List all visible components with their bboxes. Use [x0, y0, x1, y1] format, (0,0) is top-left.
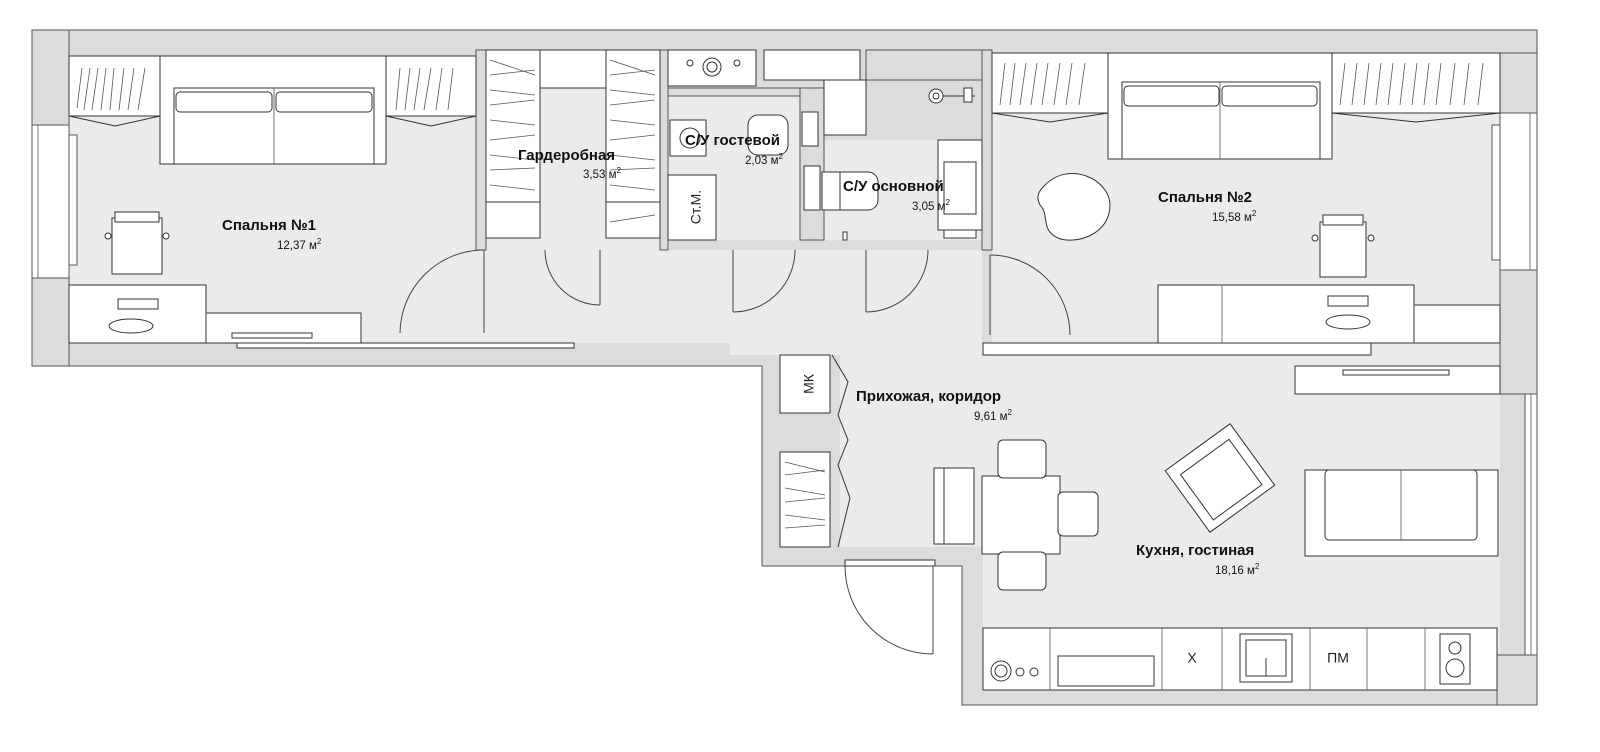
kitchen-floor — [983, 394, 1500, 690]
room-area: 9,61 м2 — [974, 408, 1012, 423]
armchair-bedroom2 — [1319, 221, 1367, 278]
room-label-kitchen: Кухня, гостиная 18,16 м2 — [1136, 542, 1260, 577]
room-label-guest-wc: С/У гостевой 2,03 м2 — [685, 132, 783, 167]
room-area: 12,37 м2 — [277, 237, 322, 252]
label-pm: ПМ — [1327, 650, 1349, 666]
kitchen-furniture — [933, 423, 1499, 691]
room-label-bedroom2: Спальня №2 15,58 м2 — [1158, 189, 1257, 224]
room-label-wardrobe: Гардеробная 3,53 м2 — [518, 147, 621, 181]
room-area: 3,53 м2 — [583, 166, 621, 181]
mk-cabinet — [779, 354, 831, 414]
label-mk: МК — [801, 373, 817, 394]
dining-table — [981, 475, 1061, 555]
room-area: 3,05 м2 — [912, 198, 950, 213]
window-bedroom2 — [1499, 112, 1538, 271]
room-area: 2,03 м2 — [745, 152, 783, 167]
room-name: Спальня №1 — [222, 217, 316, 234]
main-wc-sink — [937, 139, 983, 231]
guest-wc-toilet — [747, 114, 789, 156]
wardrobe-furniture — [485, 49, 661, 239]
doors — [399, 249, 1071, 655]
room-area: 15,58 м2 — [1212, 209, 1257, 224]
desk-bedroom2 — [1157, 284, 1415, 344]
room-name: Кухня, гостиная — [1136, 542, 1254, 559]
armchair-living — [1164, 423, 1276, 533]
room-area: 18,16 м2 — [1215, 562, 1260, 577]
armchair-bedroom1 — [111, 217, 163, 275]
label-stm: Ст.М. — [688, 190, 704, 224]
bedroom1-furniture — [68, 55, 575, 349]
bedroom2-furniture — [982, 52, 1501, 395]
room-label-bedroom1: Спальня №1 12,37 м2 — [222, 217, 322, 252]
main-wc-fixtures — [803, 79, 983, 241]
room-name: С/У основной — [843, 178, 944, 195]
label-x: Х — [1187, 650, 1197, 666]
room-label-hallway: Прихожая, коридор 9,61 м2 — [856, 388, 1012, 423]
window-left — [31, 124, 70, 279]
room-name: С/У гостевой — [685, 132, 780, 149]
guest-wc-fixtures — [667, 49, 861, 241]
room-label-main-wc: С/У основной 3,05 м2 — [843, 178, 950, 213]
rug-bedroom2 — [1037, 173, 1111, 241]
shower-drain — [928, 88, 944, 104]
windows — [31, 112, 1538, 656]
room-name: Гардеробная — [518, 147, 615, 164]
desk-bedroom1 — [68, 284, 207, 344]
room-name: Спальня №2 — [1158, 189, 1252, 206]
washing-machine — [667, 174, 717, 241]
room-name: Прихожая, коридор — [856, 388, 1001, 405]
hallway-furniture — [779, 354, 851, 548]
